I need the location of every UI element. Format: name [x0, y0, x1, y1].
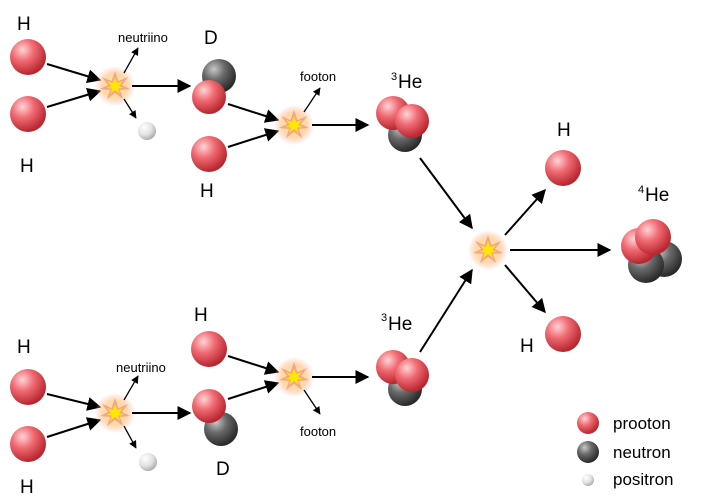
proton — [545, 150, 581, 186]
fusion-flash — [274, 357, 314, 397]
legend-neutron-label: neutron — [613, 443, 671, 462]
deuterium-label: D — [216, 459, 230, 480]
proton — [10, 426, 46, 462]
photon-label: footon — [300, 69, 336, 84]
photon-label: footon — [300, 424, 336, 439]
helium3-label: He — [398, 72, 422, 93]
arrow — [227, 355, 280, 375]
proton — [10, 369, 46, 405]
hydrogen-label: H — [200, 181, 214, 202]
legend-proton-label: prooton — [613, 414, 671, 433]
proton — [192, 80, 226, 114]
arrow — [46, 417, 102, 438]
arrow — [419, 268, 473, 353]
arrow — [227, 380, 280, 400]
legend: prooton neutron positron — [577, 412, 673, 489]
arrow — [303, 389, 321, 415]
helium3-label: He — [388, 314, 412, 335]
hydrogen-label: H — [20, 477, 34, 498]
arrow — [123, 98, 137, 119]
proton — [10, 39, 46, 75]
proton — [395, 104, 429, 138]
legend-positron-swatch — [582, 474, 594, 486]
hydrogen-label: H — [520, 336, 534, 357]
mass-number-label: 3 — [391, 71, 397, 83]
proton — [191, 136, 227, 172]
neutrino-label: neutriino — [116, 360, 166, 375]
arrow — [123, 375, 139, 401]
mass-number-label: 4 — [638, 184, 644, 196]
legend-positron-label: positron — [613, 470, 673, 489]
fusion-flash — [95, 393, 135, 433]
fusion-flash — [468, 230, 508, 270]
proton — [192, 389, 226, 423]
proton — [545, 316, 581, 352]
arrow — [123, 47, 139, 74]
arrow — [46, 393, 102, 411]
hydrogen-label: H — [194, 305, 208, 326]
proton — [395, 358, 429, 392]
legend-proton-swatch — [577, 412, 599, 434]
hydrogen-label: H — [20, 156, 34, 177]
positron — [139, 453, 157, 471]
arrow — [46, 87, 102, 108]
arrow — [303, 87, 321, 113]
proton — [10, 96, 46, 132]
fusion-flash — [95, 66, 135, 106]
hydrogen-label: H — [557, 120, 571, 141]
mass-number-label: 3 — [381, 312, 387, 324]
positron — [138, 122, 156, 140]
arrow — [227, 103, 280, 123]
arrow — [504, 264, 546, 314]
hydrogen-label: H — [17, 14, 31, 35]
proton — [191, 331, 227, 367]
arrow — [419, 157, 473, 230]
arrow — [123, 425, 137, 449]
arrow — [504, 188, 546, 236]
fusion-flash — [274, 105, 314, 145]
arrow — [46, 63, 102, 84]
deuterium-label: D — [204, 28, 218, 49]
neutrino-label: neutriino — [118, 30, 168, 45]
hydrogen-label: H — [17, 337, 31, 358]
legend-neutron-swatch — [577, 441, 599, 463]
proton — [635, 219, 671, 255]
helium4-label: He — [645, 185, 669, 206]
arrow — [227, 128, 280, 148]
